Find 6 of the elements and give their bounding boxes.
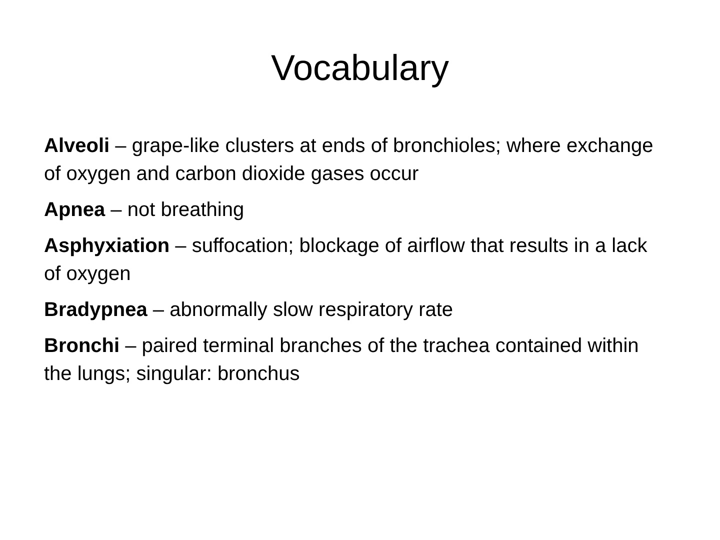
- definition-text: Asphyxiation – suffocation; blockage of airflow that results in a lack of oxygen: [44, 234, 648, 287]
- definition-text: Bradypnea – abnormally slow respiratory rate: [44, 298, 454, 323]
- definition-text: Bronchi – paired terminal branches of the trachea contained within the lungs; singular: bronchus: [44, 334, 640, 387]
- slide-title: Vocabulary: [270, 46, 450, 90]
- definition-text: Alveoli – grape-like clusters at ends of bronchioles; where exchange of oxygen and carbon dioxide gases occur: [44, 134, 654, 187]
- definition-text: Apnea – not breathing: [44, 198, 246, 223]
